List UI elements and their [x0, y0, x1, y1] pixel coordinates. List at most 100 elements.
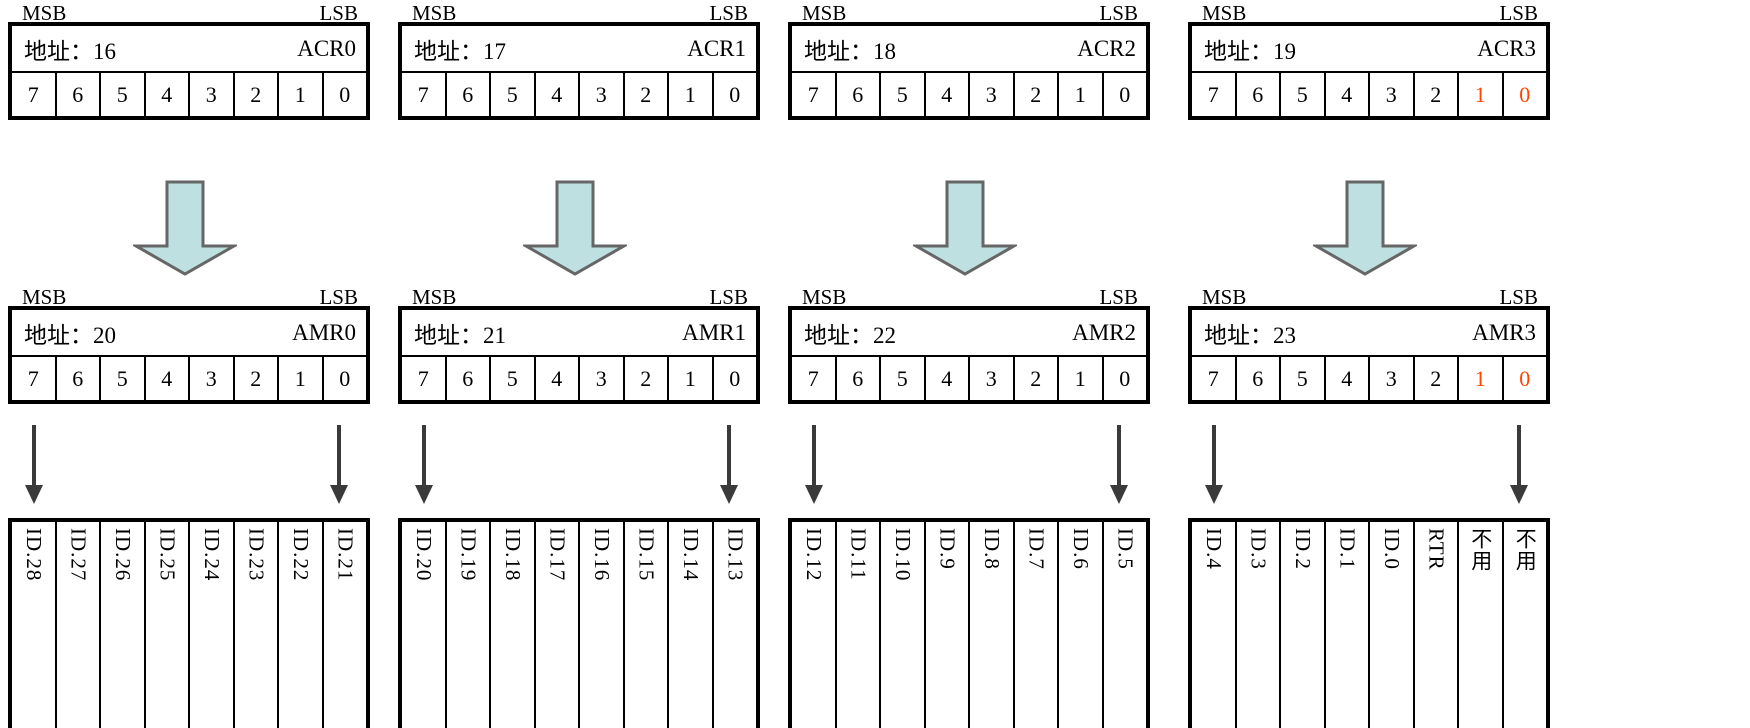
- lsb-label: LSB: [319, 1, 358, 25]
- msb-label: MSB: [802, 285, 847, 309]
- bit-cell-4: 4: [1326, 73, 1370, 116]
- id-field-cell: ID.11: [837, 522, 881, 728]
- id-field-cell: ID.0: [1370, 522, 1415, 728]
- id-field-cell: ID.18: [491, 522, 536, 728]
- id-field-label: ID.24: [199, 528, 224, 582]
- msb-label: MSB: [1202, 1, 1247, 25]
- bit-cell-7: 7: [402, 73, 447, 116]
- flow-block-arrow-3: [1313, 180, 1417, 276]
- id-field-label: ID.19: [456, 528, 481, 582]
- bit-cell-5: 5: [1281, 357, 1326, 400]
- id-field-label: ID.1: [1335, 528, 1360, 570]
- bit-cell-7: 7: [12, 73, 57, 116]
- register-name: AMR3: [1472, 319, 1536, 345]
- flow-thin-arrow-0-right: [327, 425, 351, 505]
- bit-cell-2: 2: [235, 357, 279, 400]
- bit-cell-0: 0: [1119, 365, 1131, 391]
- flow-thin-arrow-0-left: [22, 425, 46, 505]
- lsb-label: LSB: [1099, 1, 1138, 25]
- bit-cell-1: 1: [1059, 357, 1104, 400]
- id-field-label: 不用: [1468, 528, 1493, 572]
- bit-cell-5: 5: [101, 357, 146, 400]
- bit-cell-2: 2: [1415, 357, 1459, 400]
- id-field-label: ID.22: [288, 528, 313, 582]
- flow-thin-arrow-3-left: [1202, 425, 1226, 505]
- id-field-cell: ID.19: [447, 522, 491, 728]
- bit-cell-6: 6: [57, 357, 101, 400]
- register-name: ACR3: [1477, 35, 1536, 61]
- id-field-cell: RTR: [1415, 522, 1459, 728]
- id-field-cell: ID.23: [235, 522, 279, 728]
- bit-cell-2: 2: [625, 357, 669, 400]
- bit-cell-3: 3: [580, 357, 625, 400]
- id-field-cell: 不用: [1504, 522, 1547, 728]
- id-field-label: ID.8: [979, 528, 1004, 570]
- bit-cell-3: 3: [970, 357, 1015, 400]
- bit-cell-6: 6: [1237, 357, 1281, 400]
- id-field-label: ID.9: [935, 528, 960, 570]
- id-field-label: ID.11: [846, 528, 871, 581]
- bit-cell-2: 2: [1015, 357, 1059, 400]
- id-field-label: ID.2: [1290, 528, 1315, 570]
- id-field-cell: ID.12: [792, 522, 837, 728]
- id-field-cell: ID.28: [12, 522, 57, 728]
- register-title-acr3: 地址：19 ACR3: [1192, 26, 1546, 73]
- id-field-cell: ID.6: [1059, 522, 1104, 728]
- bit-cell-4: 4: [926, 73, 970, 116]
- bit-cell-2: 2: [235, 73, 279, 116]
- id-field-label: ID.3: [1246, 528, 1271, 570]
- lsb-label: LSB: [709, 1, 748, 25]
- bit-cell-0: 0: [1519, 365, 1531, 391]
- flow-thin-arrow-1-left: [412, 425, 436, 505]
- bit-cell-3: 3: [190, 73, 235, 116]
- id-field-label: ID.10: [890, 528, 915, 582]
- bit-cell-7: 7: [792, 357, 837, 400]
- id-field-label: ID.4: [1201, 528, 1226, 570]
- id-field-label: ID.13: [723, 528, 748, 582]
- register-name: AMR1: [682, 319, 746, 345]
- bit-cell-2: 2: [625, 73, 669, 116]
- bit-cell-7: 7: [12, 357, 57, 400]
- register-address: 地址：19: [1204, 38, 1296, 64]
- id-field-label: ID.5: [1113, 528, 1138, 570]
- bit-cell-4: 4: [926, 357, 970, 400]
- bit-cell-1: 1: [669, 357, 714, 400]
- flow-thin-arrow-3-right: [1507, 425, 1531, 505]
- register-name: AMR0: [292, 319, 356, 345]
- bit-cell-6: 6: [837, 357, 881, 400]
- bit-cell-1: 1: [669, 73, 714, 116]
- flow-thin-arrow-2-right: [1107, 425, 1131, 505]
- bit-cell-5: 5: [881, 357, 926, 400]
- register-name: AMR2: [1072, 319, 1136, 345]
- id-field-cell: ID.2: [1281, 522, 1326, 728]
- bit-cell-0: 0: [339, 81, 351, 107]
- bit-cell-4: 4: [536, 73, 580, 116]
- id-field-cell: ID.25: [146, 522, 190, 728]
- bit-cell-5: 5: [1281, 73, 1326, 116]
